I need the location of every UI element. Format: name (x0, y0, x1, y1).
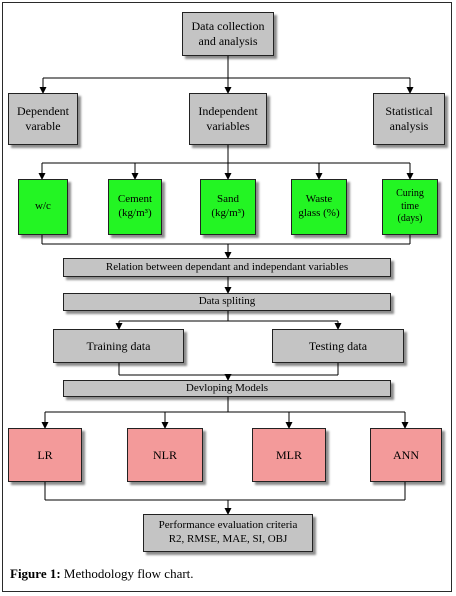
cement-variable-label: Cement (kg/m³) (117, 193, 153, 219)
cement-variable-box: Cement (kg/m³) (108, 179, 162, 235)
statistical-analysis-label: Statistical analysis (385, 104, 433, 133)
testing-data-box: Testing data (272, 329, 404, 363)
sand-variable-box: Sand (kg/m³) (200, 179, 256, 235)
statistical-analysis-box: Statistical analysis (373, 93, 445, 145)
curing-time-variable-label: Curing time (days) (396, 188, 424, 225)
training-data-box: Training data (53, 329, 184, 363)
data-collection-label: Data collection and analysis (191, 19, 265, 48)
training-data-label: Training data (86, 338, 151, 353)
developing-models-label: Devloping Models (185, 381, 269, 394)
mlr-model-box: MLR (252, 428, 326, 482)
wc-variable-label: w/c (35, 200, 51, 213)
ann-model-box: ANN (370, 428, 442, 482)
data-collection-box: Data collection and analysis (182, 12, 274, 56)
independent-variables-label: Independent variables (198, 104, 258, 133)
waste-glass-variable-label: Waste glass (%) (298, 193, 340, 219)
figure-caption: Figure 1: Methodology flow chart. (10, 566, 194, 582)
figure-caption-label: Figure 1: (10, 566, 61, 581)
figure-frame (2, 2, 452, 592)
lr-model-box: LR (8, 428, 82, 482)
data-splitting-box: Data spliting (63, 293, 391, 311)
figure-caption-text: Methodology flow chart. (60, 566, 194, 581)
ann-model-label: ANN (393, 447, 419, 462)
wc-variable-box: w/c (18, 179, 68, 235)
dependent-variable-box: Dependent varable (8, 93, 78, 145)
lr-model-label: LR (37, 447, 53, 462)
data-splitting-label: Data spliting (198, 295, 256, 308)
performance-criteria-label: Performance evaluation criteria R2, RMSE… (158, 519, 298, 545)
nlr-model-box: NLR (127, 428, 203, 482)
developing-models-box: Devloping Models (63, 380, 391, 397)
relation-label: Relation between dependant and independa… (105, 260, 349, 273)
sand-variable-label: Sand (kg/m³) (211, 193, 245, 219)
nlr-model-label: NLR (153, 447, 177, 462)
testing-data-label: Testing data (308, 338, 368, 353)
waste-glass-variable-box: Waste glass (%) (291, 179, 347, 235)
mlr-model-label: MLR (275, 447, 302, 462)
relation-box: Relation between dependant and independa… (63, 258, 391, 277)
dependent-variable-label: Dependent varable (17, 104, 69, 133)
independent-variables-box: Independent variables (189, 93, 267, 145)
curing-time-variable-box: Curing time (days) (382, 179, 438, 235)
performance-criteria-box: Performance evaluation criteria R2, RMSE… (143, 514, 313, 552)
